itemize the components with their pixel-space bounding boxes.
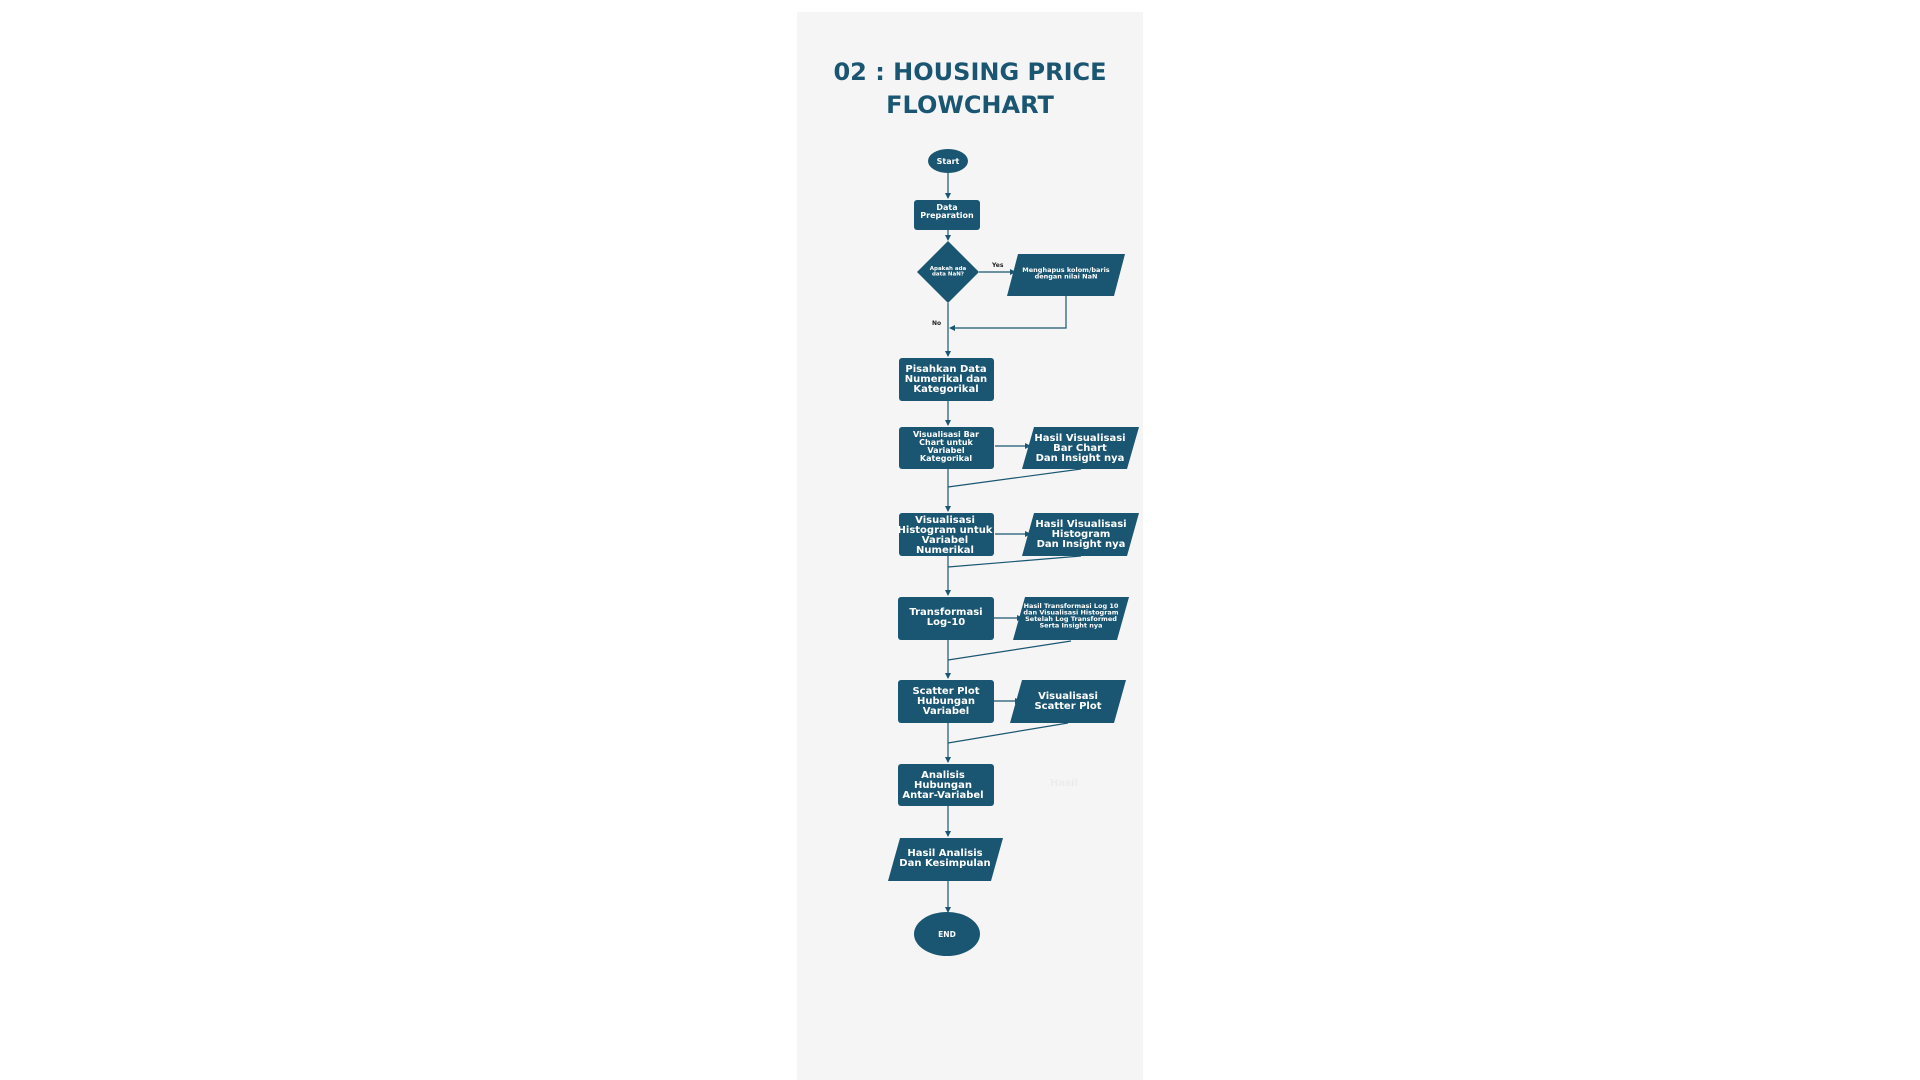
analysis-line: Hubungan (914, 780, 972, 791)
title-line-1: 02 : HOUSING PRICE (833, 58, 1107, 86)
start-label: Start (937, 157, 960, 166)
result-scatter-line: Scatter Plot (1034, 701, 1101, 712)
split-data-line: Numerikal dan (905, 374, 987, 385)
scatter-line: Variabel (923, 706, 969, 717)
edge-label-yes: Yes (991, 262, 1004, 269)
end-line: END (938, 930, 956, 939)
result-hist-line: Hasil Visualisasi (1035, 519, 1126, 530)
edge-label-no: No (932, 320, 941, 327)
edge-bar-result-back (947, 468, 1082, 488)
split-data-line: Pisahkan Data (905, 364, 986, 375)
edge-scatter-result-back (947, 722, 1069, 744)
result-bar-line: Dan Insight nya (1036, 453, 1125, 464)
edge-log-result-back (947, 640, 1072, 661)
page-title: 02 : HOUSING PRICE FLOWCHART (797, 56, 1143, 122)
result-hist-line: Dan Insight nya (1037, 539, 1126, 550)
result-log-line: Setelah Log Transformed (1025, 615, 1117, 623)
edge-hist-result-back (947, 555, 1082, 568)
viz-bar-line: Kategorikal (920, 454, 972, 463)
end-label: END (938, 930, 956, 939)
remove-nan-line: dengan nilai NaN (1035, 273, 1098, 281)
decision-nan-line: data NaN? (932, 272, 964, 278)
viz-hist-line: Variabel (922, 535, 968, 546)
start-line: Start (937, 157, 960, 166)
viz-hist-line: Visualisasi (915, 515, 975, 526)
data-prep-line: Data (936, 203, 957, 212)
remove-nan-line: Menghapus kolom/baris (1022, 266, 1110, 274)
log-transform-line: Transformasi (909, 607, 982, 618)
faint-label-line: Hasil (1050, 778, 1078, 789)
edge-remove-merge (949, 296, 1067, 331)
scatter-line: Scatter Plot (912, 686, 979, 697)
result-log-line: dan Visualisasi Histogram (1023, 609, 1118, 617)
viz-bar-line: Variabel (927, 446, 964, 455)
result-hist-line: Histogram (1052, 529, 1111, 540)
start-terminal: Start (928, 149, 968, 173)
viz-bar-line: Chart untuk (919, 438, 973, 447)
viz-hist-line: Numerikal (916, 545, 974, 556)
result-bar-line: Bar Chart (1053, 443, 1107, 454)
result-log-line: Hasil Transformasi Log 10 (1024, 602, 1119, 610)
faint-hasil-label: Hasil (1050, 778, 1078, 789)
split-data-line: Kategorikal (913, 384, 978, 395)
result-log-line: Serta Insight nya (1039, 622, 1102, 630)
data-prep-line: Preparation (920, 211, 974, 220)
scatter-line: Hubungan (917, 696, 975, 707)
analysis-line: Analisis (921, 770, 965, 781)
decision-nan-line: Apakah ada (930, 266, 967, 272)
viz-bar-line: Visualisasi Bar (913, 430, 979, 439)
title-line-2: FLOWCHART (886, 91, 1054, 119)
analysis-line: Antar-Variabel (902, 790, 983, 801)
result-scatter-line: Visualisasi (1038, 691, 1098, 702)
conclusion-line: Dan Kesimpulan (899, 858, 990, 869)
conclusion-line: Hasil Analisis (907, 848, 982, 859)
log-transform-line: Log-10 (927, 617, 966, 628)
viz-hist-line: Histogram untuk (898, 525, 993, 536)
edges (945, 172, 1082, 913)
result-bar-line: Hasil Visualisasi (1034, 433, 1125, 444)
end-terminal: END (914, 912, 980, 956)
